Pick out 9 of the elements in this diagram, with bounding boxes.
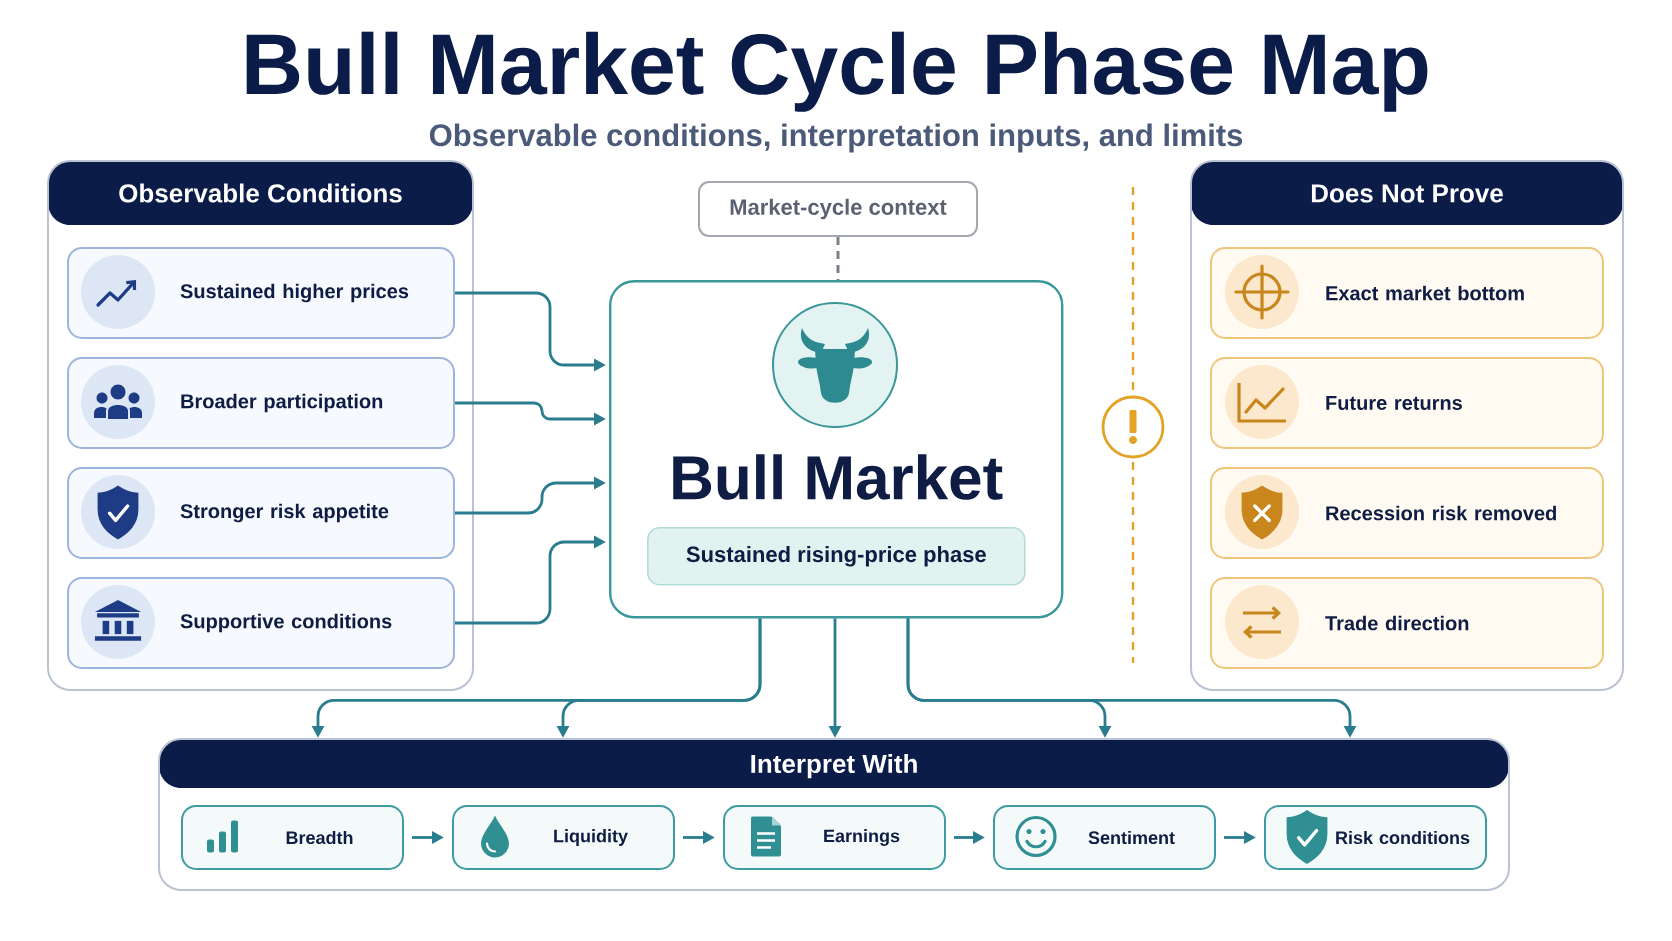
context-box: Market-cycle context xyxy=(698,181,978,237)
step-card: Sentiment xyxy=(993,805,1216,870)
title: Bull Market Cycle Phase Map xyxy=(246,31,1428,112)
pill-label: Sustained rising-price phase xyxy=(647,527,1026,586)
subtitle: Observable conditions, interpretation inputs, and limits xyxy=(429,123,1243,153)
step-card: Breadth xyxy=(181,805,404,870)
step-card: Liquidity xyxy=(452,805,675,870)
step-card: Earnings xyxy=(723,805,946,870)
connector-line xyxy=(836,237,840,280)
